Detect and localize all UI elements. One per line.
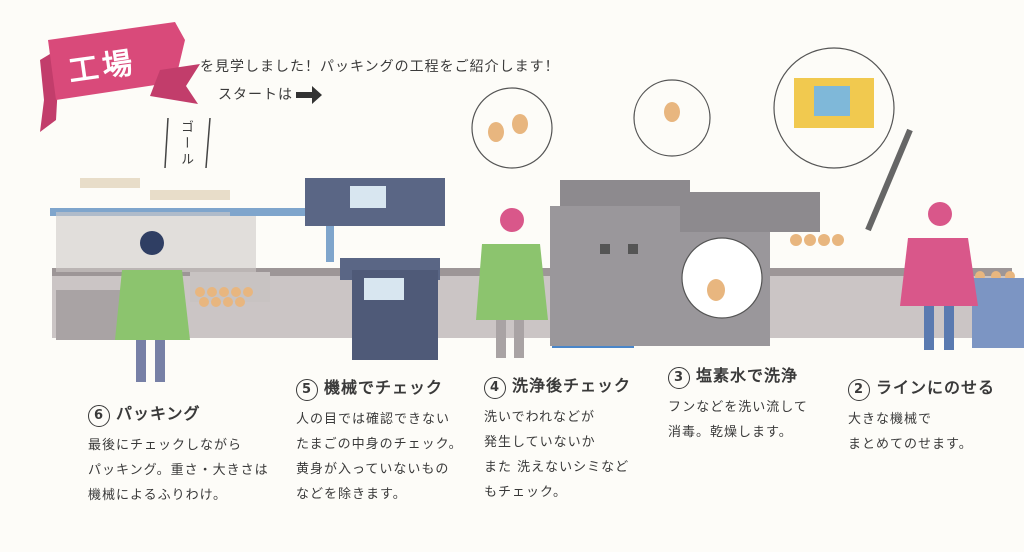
thought-bubble-egg-tray [773, 47, 895, 169]
goal-label: ゴール [178, 120, 193, 168]
step-title: 塩素水で洗浄 [696, 366, 799, 385]
step-load-line: 2 ラインにのせる 大きな機械で まとめてのせます。 [848, 374, 995, 457]
step-number: 6 [88, 405, 110, 427]
arrow-right-icon [296, 86, 322, 104]
thought-bubble-cracked-eggs [471, 87, 553, 169]
worker-inspection [476, 208, 548, 358]
step-number: 3 [668, 367, 690, 389]
intro-text: を見学しました！パッキングの工程をご紹介します！ [200, 59, 560, 75]
step-post-wash-check: 4 洗浄後チェック 洗いでわれなどが 発生していないか また 洗えないシミなど も… [484, 372, 631, 505]
step-title: 洗浄後チェック [512, 376, 632, 395]
step-number: 2 [848, 379, 870, 401]
step-title: ラインにのせる [876, 378, 996, 397]
step-line: たまごの中身のチェック。 [296, 437, 463, 452]
step-line: 洗いでわれなどが [484, 410, 595, 425]
step-line: また 洗えないシミなど [484, 460, 630, 475]
step-line: 最後にチェックしながら [88, 438, 243, 453]
step-line: もチェック。 [484, 485, 567, 500]
step-line: パッキング。重さ・大きさは [88, 463, 269, 478]
factory-title: 工場 [66, 45, 139, 90]
step-number: 5 [296, 379, 318, 401]
step-number: 4 [484, 377, 506, 399]
step-line: フンなどを洗い流して [668, 400, 808, 415]
inspection-machine [305, 178, 445, 360]
step-packing: 6 パッキング 最後にチェックしながら パッキング。重さ・大きさは 機械によるふり… [88, 400, 269, 508]
step-line: などを除きます。 [296, 487, 407, 502]
thought-bubble-dirty-egg [681, 237, 763, 319]
step-line: 消毒。乾燥します。 [668, 425, 793, 440]
step-line: 黄身が入っていないもの [296, 462, 450, 477]
step-line: 発生していないか [484, 435, 596, 450]
step-machine-check: 5 機械でチェック 人の目では確認できない たまごの中身のチェック。 黄身が入って… [296, 374, 463, 507]
step-line: 機械によるふりわけ。 [88, 488, 227, 503]
step-line: 大きな機械で [848, 412, 933, 427]
thought-bubble-washing [633, 79, 711, 157]
worker-loading [900, 202, 978, 350]
ribbon-banner [40, 22, 200, 132]
step-title: 機械でチェック [324, 378, 444, 397]
step-title: パッキング [116, 404, 201, 423]
step-chlorine-wash: 3 塩素水で洗浄 フンなどを洗い流して 消毒。乾燥します。 [668, 362, 808, 445]
step-line: 人の目では確認できない [296, 412, 451, 427]
step-line: まとめてのせます。 [848, 437, 973, 452]
start-text: スタートは [218, 87, 293, 103]
worker-packing [115, 231, 190, 382]
